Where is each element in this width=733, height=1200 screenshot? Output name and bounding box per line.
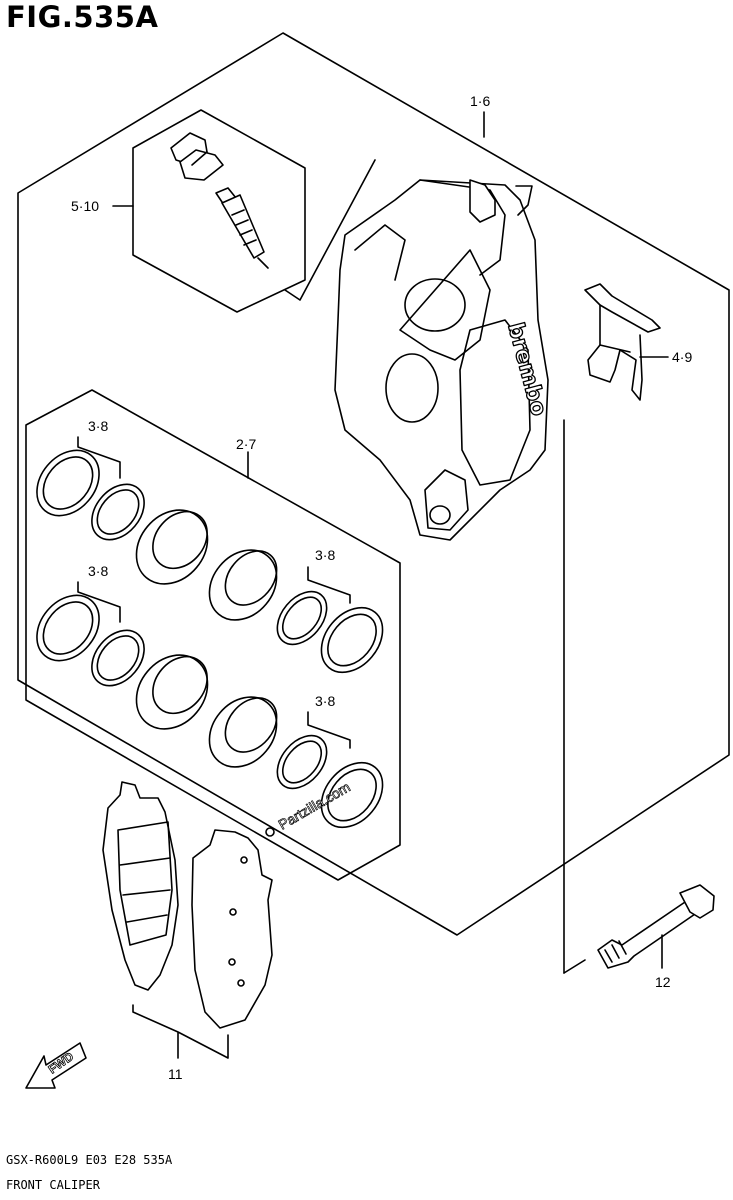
part-label-3-8-d: 3·8: [315, 693, 335, 709]
brake-pad-front-icon: [102, 781, 179, 991]
bleeder-screw-icon: [215, 187, 269, 269]
part-label-3-8-a: 3·8: [88, 418, 108, 434]
figure-title: FIG.535A: [6, 0, 159, 34]
figure-caption: FRONT CALIPER: [6, 1178, 100, 1192]
piston-lower-1: [135, 654, 209, 730]
part-label-4-9: 4·9: [672, 349, 692, 365]
seal-ring-group-upper-right: [276, 566, 384, 674]
part-label-12: 12: [655, 974, 671, 990]
part-label-11: 11: [168, 1066, 183, 1082]
seal-ring-group-upper-left: [36, 436, 145, 541]
part-label-5-10: 5·10: [71, 198, 99, 214]
pad-pin-icon: [563, 419, 715, 974]
seal-ring-group-lower-right: [276, 711, 384, 829]
fwd-arrow-icon: FWD: [25, 1042, 87, 1089]
piston-lower-2: [208, 696, 278, 768]
part-label-2-7: 2·7: [236, 436, 256, 452]
bleeder-cap-icon: [170, 132, 224, 181]
piston-upper-1: [135, 509, 209, 585]
seal-ring-group-lower-left: [36, 581, 145, 687]
bracket-11: [132, 1004, 229, 1059]
brake-pad-rear-icon: [191, 829, 273, 1029]
part-label-1-6: 1·6: [470, 93, 490, 109]
part-label-3-8-c: 3·8: [88, 563, 108, 579]
part-label-3-8-b: 3·8: [315, 547, 335, 563]
caliper-body-icon: brembo: [284, 159, 552, 541]
piston-upper-2: [208, 549, 278, 621]
bleeder-kit-outline: [132, 109, 306, 313]
assembly-outline: [17, 32, 730, 936]
model-code: GSX-R600L9 E03 E28 535A: [6, 1153, 173, 1167]
pad-spring-icon: [584, 283, 661, 401]
piston-set-outline: [25, 389, 401, 881]
